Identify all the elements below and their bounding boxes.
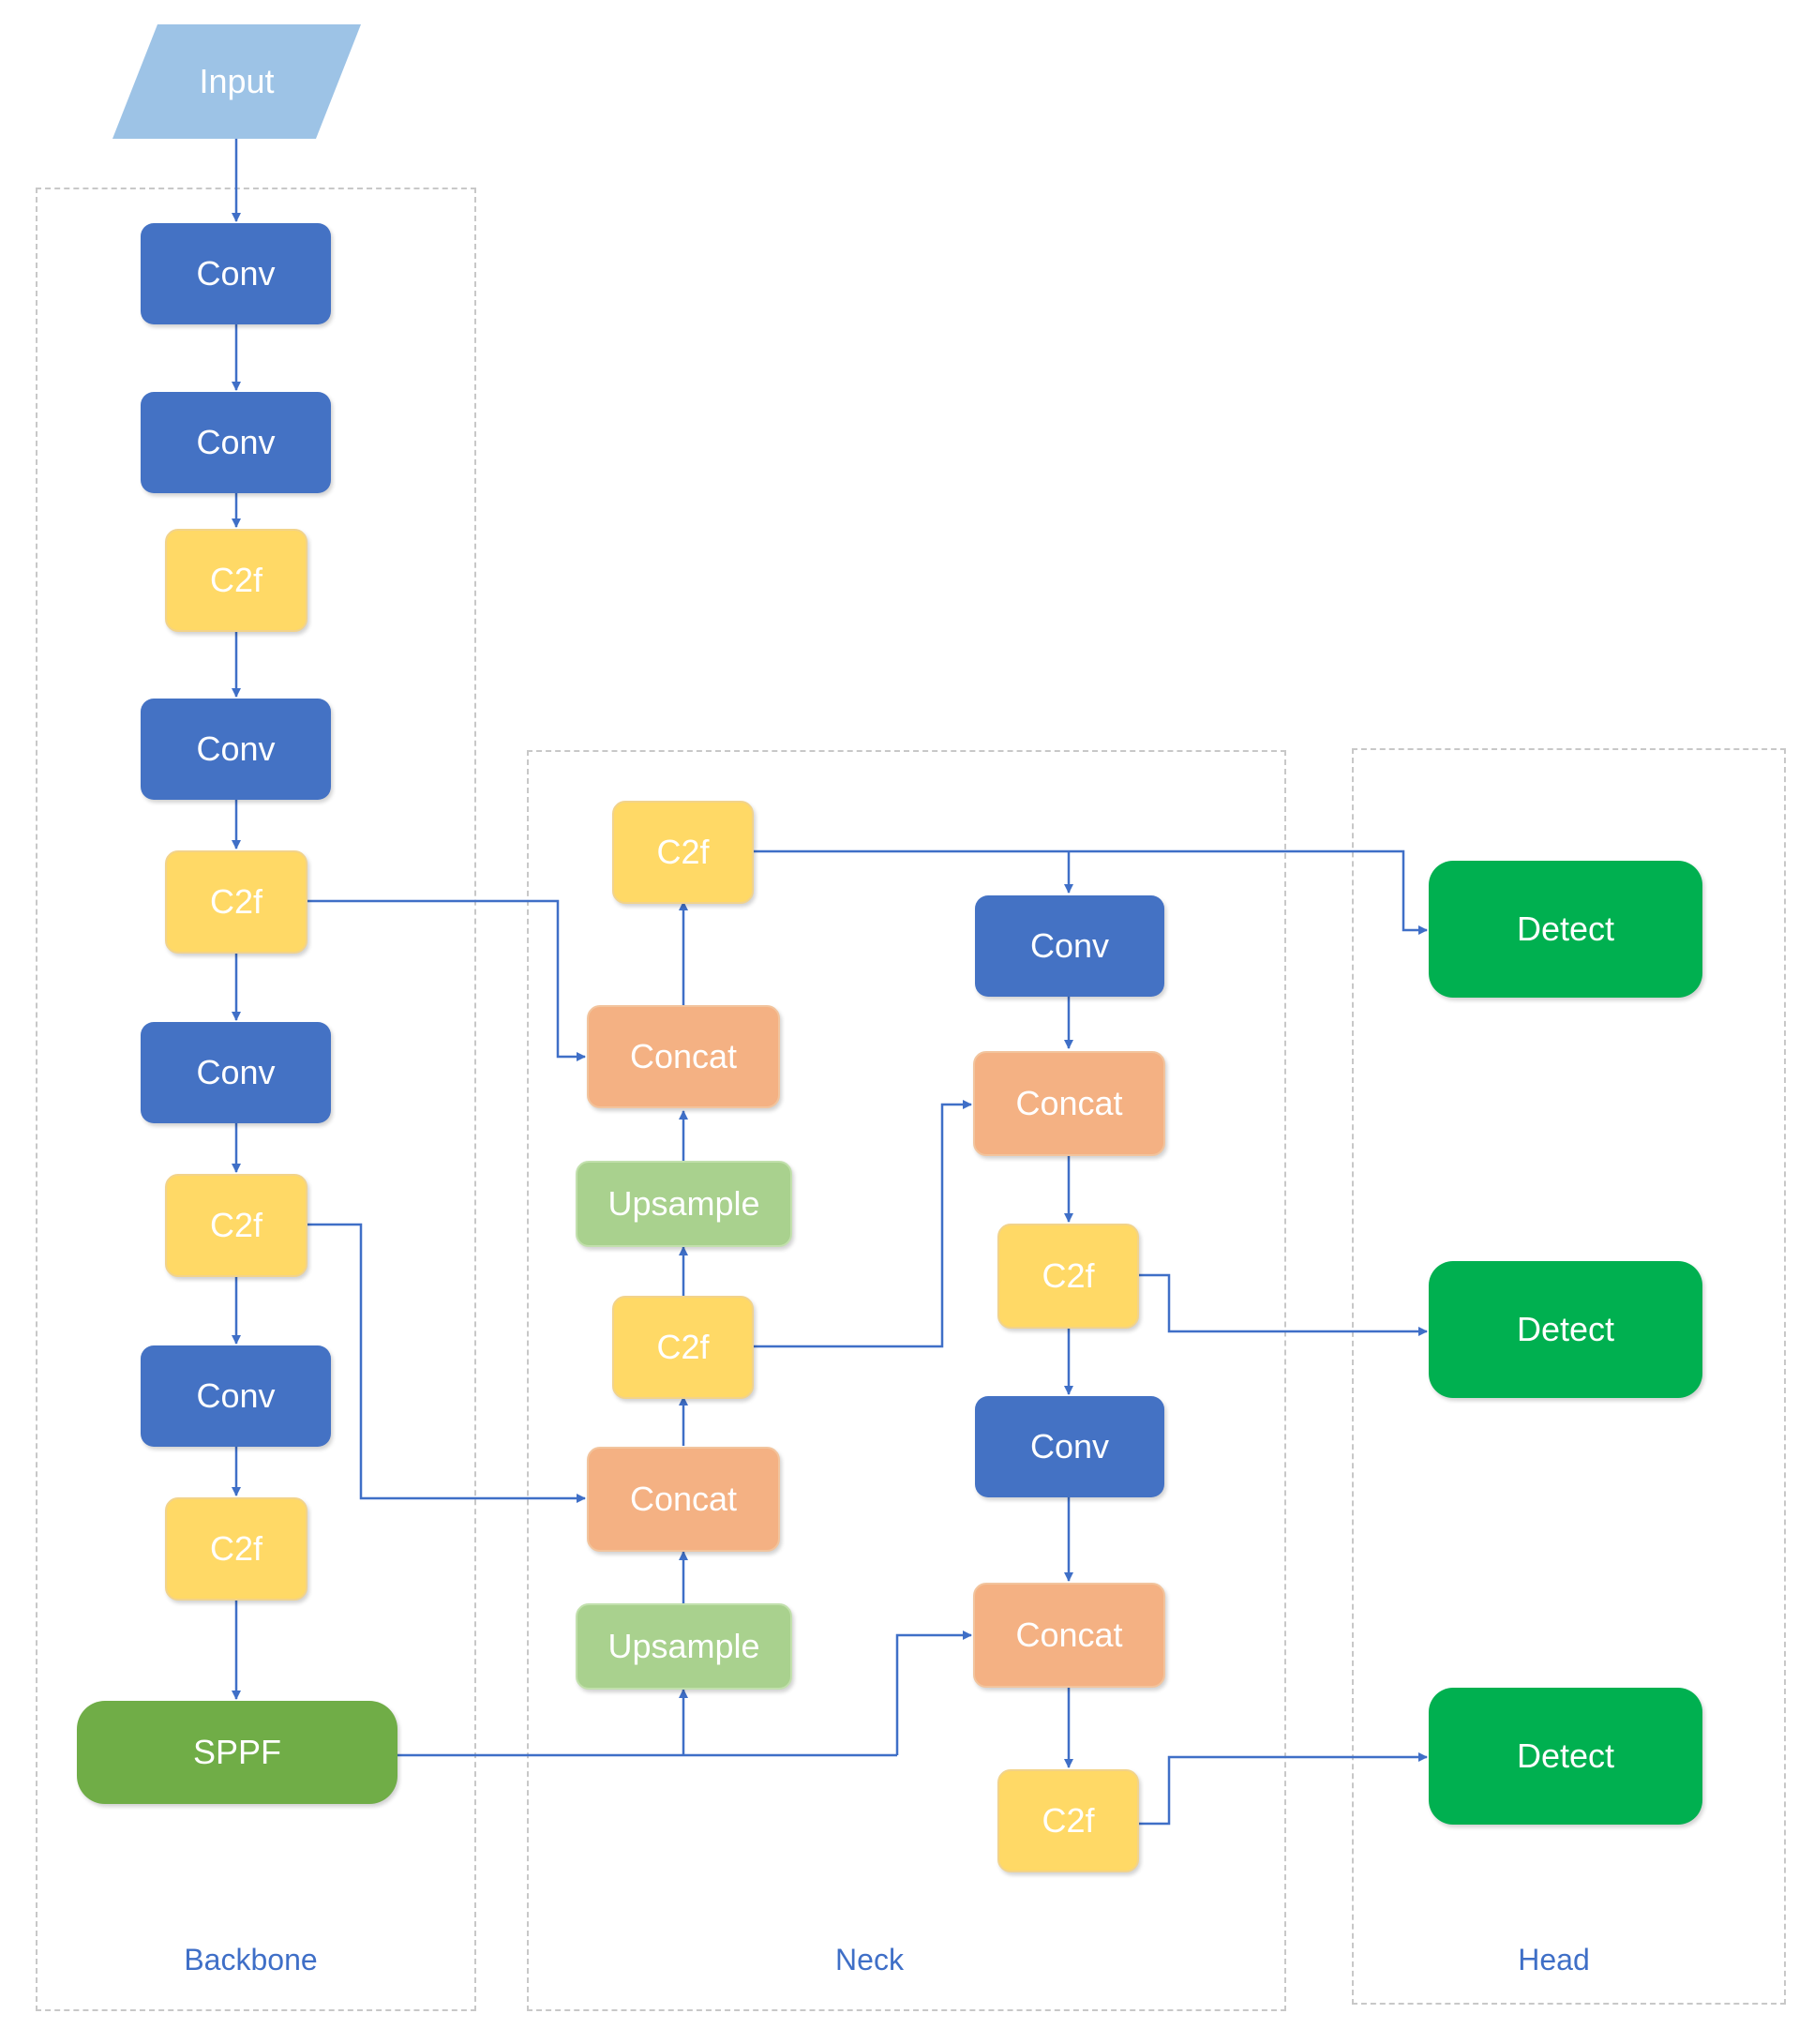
head-label: Head bbox=[1518, 1943, 1590, 1976]
input-parallelogram-shape bbox=[112, 24, 361, 139]
backbone-conv-1: Conv bbox=[141, 223, 331, 324]
neck-conv-r1: Conv bbox=[975, 895, 1164, 997]
neck-label: Neck bbox=[835, 1943, 904, 1976]
input-node: Input bbox=[112, 24, 361, 139]
backbone-sppf: SPPF bbox=[77, 1701, 397, 1804]
backbone-c2f-2: C2f bbox=[165, 850, 307, 954]
head-detect-3: Detect bbox=[1429, 1688, 1702, 1825]
neck-c2f-mid: C2f bbox=[612, 1296, 754, 1399]
backbone-conv-2: Conv bbox=[141, 392, 331, 493]
backbone-conv-4: Conv bbox=[141, 1022, 331, 1123]
head-detect-1: Detect bbox=[1429, 861, 1702, 998]
neck-group bbox=[527, 750, 1286, 2011]
backbone-c2f-3: C2f bbox=[165, 1174, 307, 1277]
arrow-c2f2-concat-a bbox=[307, 899, 586, 1061]
neck-concat-b: Concat bbox=[587, 1447, 780, 1552]
input-label: Input bbox=[199, 62, 275, 100]
backbone-c2f-4: C2f bbox=[165, 1497, 307, 1601]
backbone-conv-5: Conv bbox=[141, 1345, 331, 1447]
arrow-c2f-top-detect1 bbox=[754, 849, 1428, 935]
neck-conv-r2: Conv bbox=[975, 1396, 1164, 1497]
arrow-c2f3-concat-b bbox=[307, 1223, 586, 1503]
backbone-c2f-1: C2f bbox=[165, 529, 307, 632]
arrow-c2f-r1-detect2 bbox=[1137, 1273, 1428, 1336]
arrow-sppf-concat-r2 bbox=[895, 1631, 972, 1755]
arrow-c2f-mid-concat-r1 bbox=[754, 1100, 972, 1348]
neck-c2f-r2: C2f bbox=[997, 1769, 1139, 1872]
neck-concat-r2: Concat bbox=[973, 1583, 1165, 1688]
backbone-group bbox=[36, 188, 476, 2011]
neck-c2f-r1: C2f bbox=[997, 1224, 1139, 1329]
neck-upsample-a: Upsample bbox=[576, 1161, 792, 1247]
head-group bbox=[1352, 748, 1786, 2005]
head-detect-2: Detect bbox=[1429, 1261, 1702, 1398]
neck-upsample-b: Upsample bbox=[576, 1603, 792, 1690]
neck-concat-r1: Concat bbox=[973, 1051, 1165, 1156]
neck-concat-a: Concat bbox=[587, 1005, 780, 1108]
neck-c2f-top: C2f bbox=[612, 801, 754, 904]
backbone-conv-3: Conv bbox=[141, 699, 331, 800]
arrow-c2f-r2-detect3 bbox=[1137, 1752, 1428, 1826]
backbone-label: Backbone bbox=[184, 1943, 318, 1976]
